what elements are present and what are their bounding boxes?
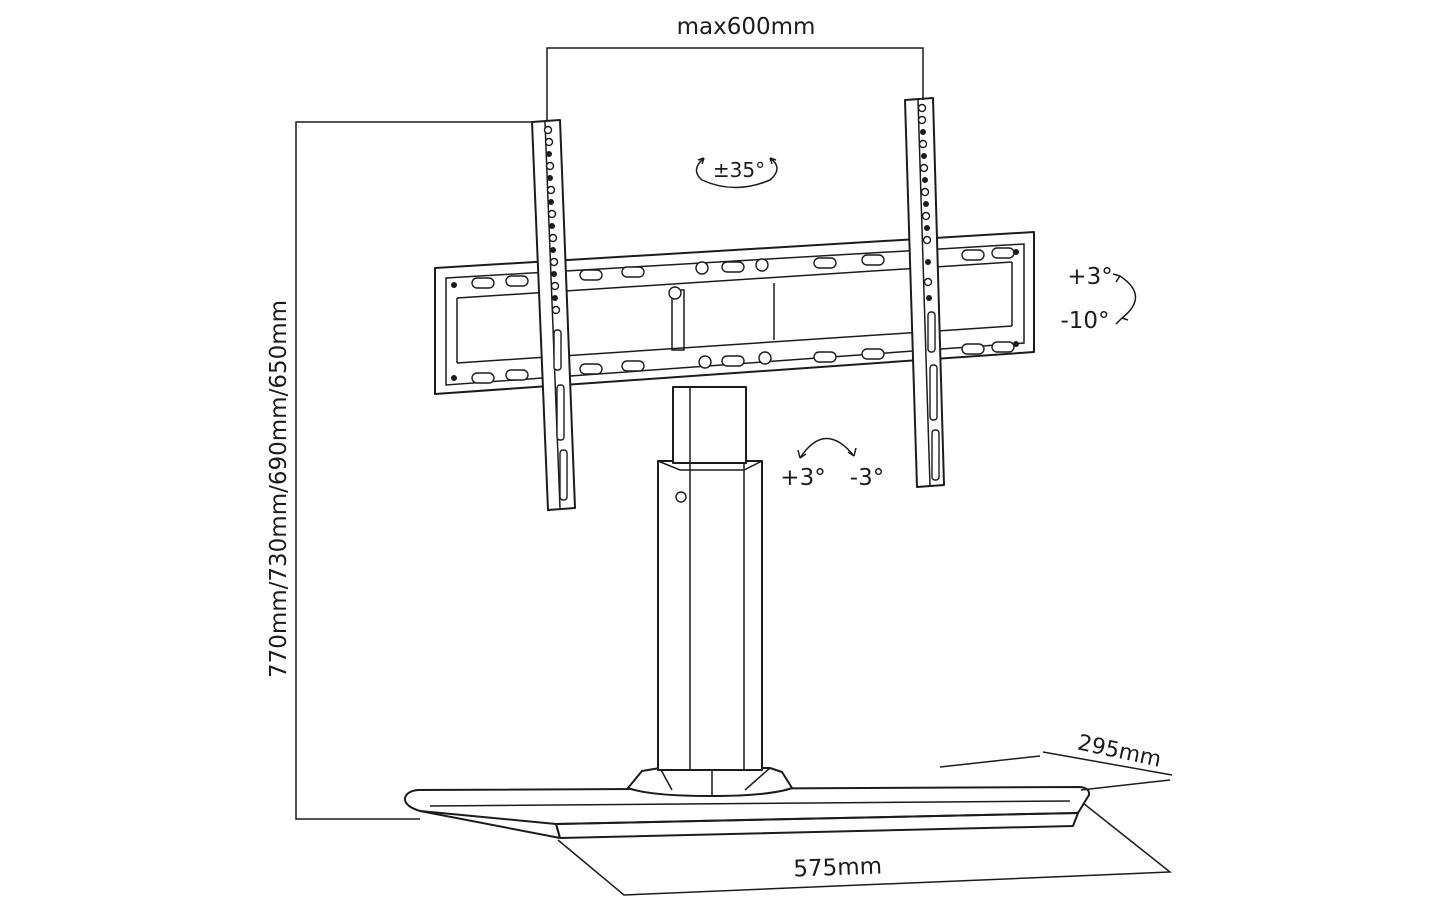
- column: [627, 386, 793, 797]
- left-bracket: [531, 119, 576, 511]
- left-bracket-holes: [543, 125, 568, 501]
- right-bracket: [904, 97, 945, 488]
- base-width-label: 575mm: [793, 853, 883, 882]
- level-arrow-icon: [797, 437, 857, 459]
- tilt-down-label: -10°: [1060, 308, 1109, 334]
- base-depth-label: 295mm: [1075, 731, 1163, 773]
- mounting-plate: [434, 231, 1035, 395]
- swivel-arrow-icon: [695, 157, 778, 189]
- level-minus-label: -3°: [850, 465, 884, 491]
- tilt-arrow-icon: [1112, 273, 1137, 325]
- swivel-angle-label: ±35°: [713, 158, 765, 182]
- right-bracket-holes: [917, 103, 940, 481]
- level-plus-label: +3°: [780, 465, 825, 491]
- width-max-label: max600mm: [677, 14, 816, 40]
- tilt-up-label: +3°: [1067, 264, 1112, 290]
- dimension-lines: [295, 47, 1173, 896]
- base-plate: [403, 786, 1091, 839]
- height-options-label: 770mm/730mm/690mm/650mm: [266, 300, 292, 678]
- plate-slots: [451, 247, 1019, 384]
